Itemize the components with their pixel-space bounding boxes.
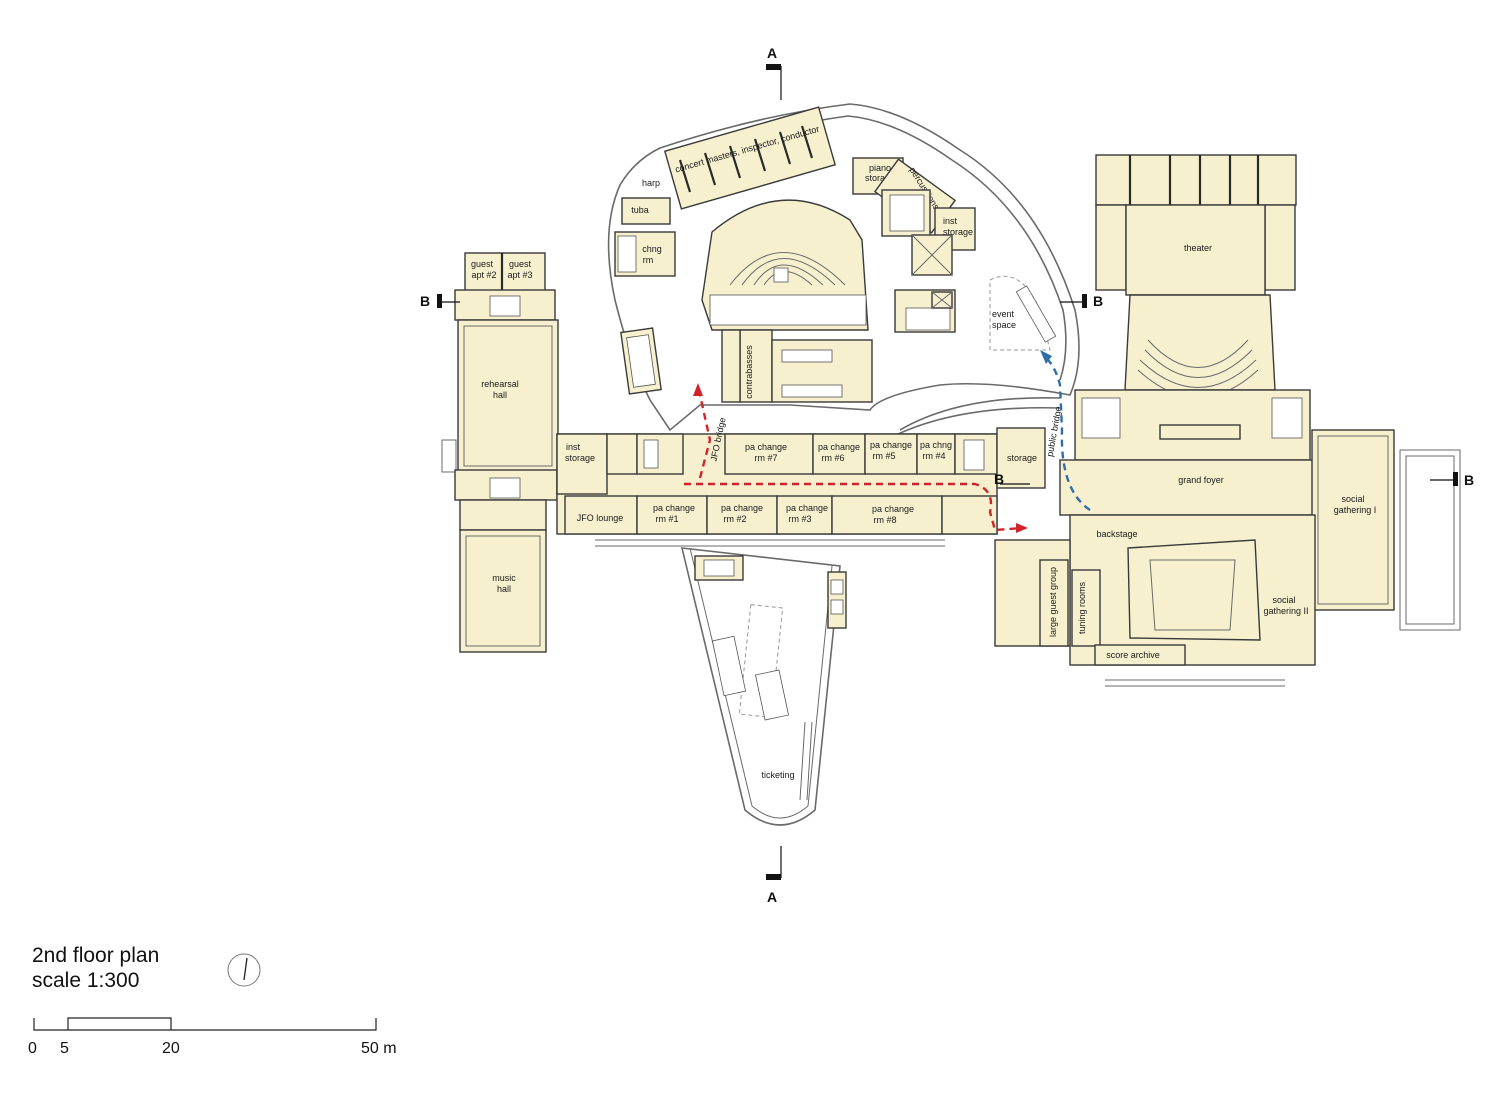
- grand-foyer: [1059, 459, 1331, 516]
- label-music-1: music: [492, 573, 516, 583]
- label-guest2-a: guest: [471, 259, 494, 269]
- label-social1-b: gathering I: [1334, 505, 1377, 515]
- large-guest-group-room: [1039, 559, 1069, 647]
- section-label-b-center: B: [994, 471, 1004, 487]
- label-social1-a: social: [1341, 494, 1364, 504]
- ticketing-wing: ticketing: [680, 547, 847, 826]
- label-rehearsal-1: rehearsal: [481, 379, 519, 389]
- label-public-bridge: public bridge: [1045, 405, 1064, 457]
- label-inst-2: storage: [565, 453, 595, 463]
- tuba-room: [621, 197, 671, 225]
- section-marker-b-center: B: [994, 471, 1030, 487]
- pa-change-rm-7: [724, 433, 814, 475]
- label-grand-foyer: grand foyer: [1178, 475, 1224, 485]
- storage-room: [996, 427, 1046, 489]
- label-rm7-2: rm #7: [754, 453, 777, 463]
- label-rm2-1: pa change: [721, 503, 763, 513]
- north-wing: concert masters, inspector, conductor ha…: [607, 103, 1080, 439]
- scale-bar: [33, 1017, 377, 1031]
- label-rm7-1: pa change: [745, 442, 787, 452]
- label-event-1: event: [992, 309, 1015, 319]
- theater-room: [1125, 204, 1266, 296]
- section-label-b-left: B: [420, 293, 430, 309]
- label-rm1-2: rm #1: [655, 514, 678, 524]
- tuning-rooms: [1071, 569, 1101, 647]
- label-rm1-1: pa change: [653, 503, 695, 513]
- label-rm2-2: rm #2: [723, 514, 746, 524]
- label-rm6-1: pa change: [818, 442, 860, 452]
- label-score-archive: score archive: [1106, 650, 1160, 660]
- score-archive: [1094, 644, 1186, 666]
- guest-apartments: [464, 252, 546, 292]
- label-guest3-b: apt #3: [507, 270, 532, 280]
- inst-storage-room: [556, 433, 608, 495]
- label-ticketing: ticketing: [761, 770, 794, 780]
- label-large-guest: large guest group: [1048, 567, 1058, 637]
- concert-masters-room: [663, 106, 837, 210]
- pa-change-rm-5: [864, 433, 918, 475]
- label-contrabasses: contrabasses: [744, 345, 754, 399]
- label-tuning: tuning rooms: [1077, 581, 1087, 634]
- label-event-2: space: [992, 320, 1016, 330]
- label-inst-1: inst: [566, 442, 581, 452]
- plan-scale: scale 1:300: [32, 969, 140, 992]
- west-wing: guest apt #2 guest apt #3 rehearsal hall…: [441, 252, 559, 653]
- section-label-b-mid: B: [1093, 293, 1103, 309]
- east-complex: theater grand foyer social gathering I b…: [994, 154, 1461, 687]
- plan-title: 2nd floor plan: [32, 944, 160, 967]
- label-rm4-2: rm #4: [922, 451, 945, 461]
- label-harp: harp: [642, 178, 660, 188]
- label-rm5-1: pa change: [870, 440, 912, 450]
- music-hall: [459, 529, 547, 653]
- label-music-2: hall: [497, 584, 511, 594]
- section-label-a-bottom: A: [767, 889, 777, 905]
- scale-label-50m: 50 m: [361, 1040, 397, 1057]
- scale-label-0: 0: [28, 1040, 37, 1057]
- pa-change-rm-6: [812, 433, 866, 475]
- performer-route: [684, 383, 1028, 533]
- contrabasses-room: [739, 329, 773, 403]
- label-social2-b: gathering II: [1263, 606, 1308, 616]
- label-rm8-1: pa change: [872, 504, 914, 514]
- label-social2-a: social: [1272, 595, 1295, 605]
- pa-change-rm-4: [916, 433, 956, 475]
- label-rehearsal-2: hall: [493, 390, 507, 400]
- scale-label-5: 5: [60, 1040, 69, 1057]
- label-backstage: backstage: [1096, 529, 1137, 539]
- label-piano-1: piano: [869, 163, 891, 173]
- label-guest3-a: guest: [509, 259, 532, 269]
- scale-label-20: 20: [162, 1040, 180, 1057]
- label-theater: theater: [1184, 243, 1212, 253]
- label-chng-2: rm: [643, 255, 654, 265]
- label-rm3-2: rm #3: [788, 514, 811, 524]
- rehearsal-hall: [457, 319, 559, 473]
- label-piano-2: storage: [865, 173, 895, 183]
- label-rm4-1: pa chng: [920, 440, 952, 450]
- social-gathering-i: [1311, 429, 1395, 611]
- north-arrow-icon: [227, 953, 261, 987]
- label-rm6-2: rm #6: [821, 453, 844, 463]
- jfo-lounge: [564, 495, 638, 535]
- label-jfo-lounge: JFO lounge: [577, 513, 624, 523]
- section-label-b-right: B: [1464, 472, 1474, 488]
- section-label-a-top: A: [767, 45, 777, 61]
- section-marker-a-top: A: [766, 45, 782, 100]
- label-tuba: tuba: [631, 205, 649, 215]
- pa-change-rm-1: [636, 495, 708, 535]
- section-marker-a-bottom: A: [766, 846, 782, 905]
- label-rm3-1: pa change: [786, 503, 828, 513]
- label-rm8-2: rm #8: [873, 515, 896, 525]
- label-inst-top-1: inst: [943, 216, 958, 226]
- label-inst-top-2: storage: [943, 227, 973, 237]
- label-storage: storage: [1007, 453, 1037, 463]
- label-chng-1: chng: [642, 244, 662, 254]
- section-marker-b-left: B: [420, 293, 460, 309]
- section-marker-b-right: B: [1430, 472, 1474, 488]
- public-route: [1040, 350, 1091, 511]
- label-rm5-2: rm #5: [872, 451, 895, 461]
- section-marker-b-mid: B: [1060, 293, 1103, 309]
- central-wing: inst storage pa change rm #7 pa change r…: [556, 405, 1064, 547]
- label-guest2-b: apt #2: [471, 270, 496, 280]
